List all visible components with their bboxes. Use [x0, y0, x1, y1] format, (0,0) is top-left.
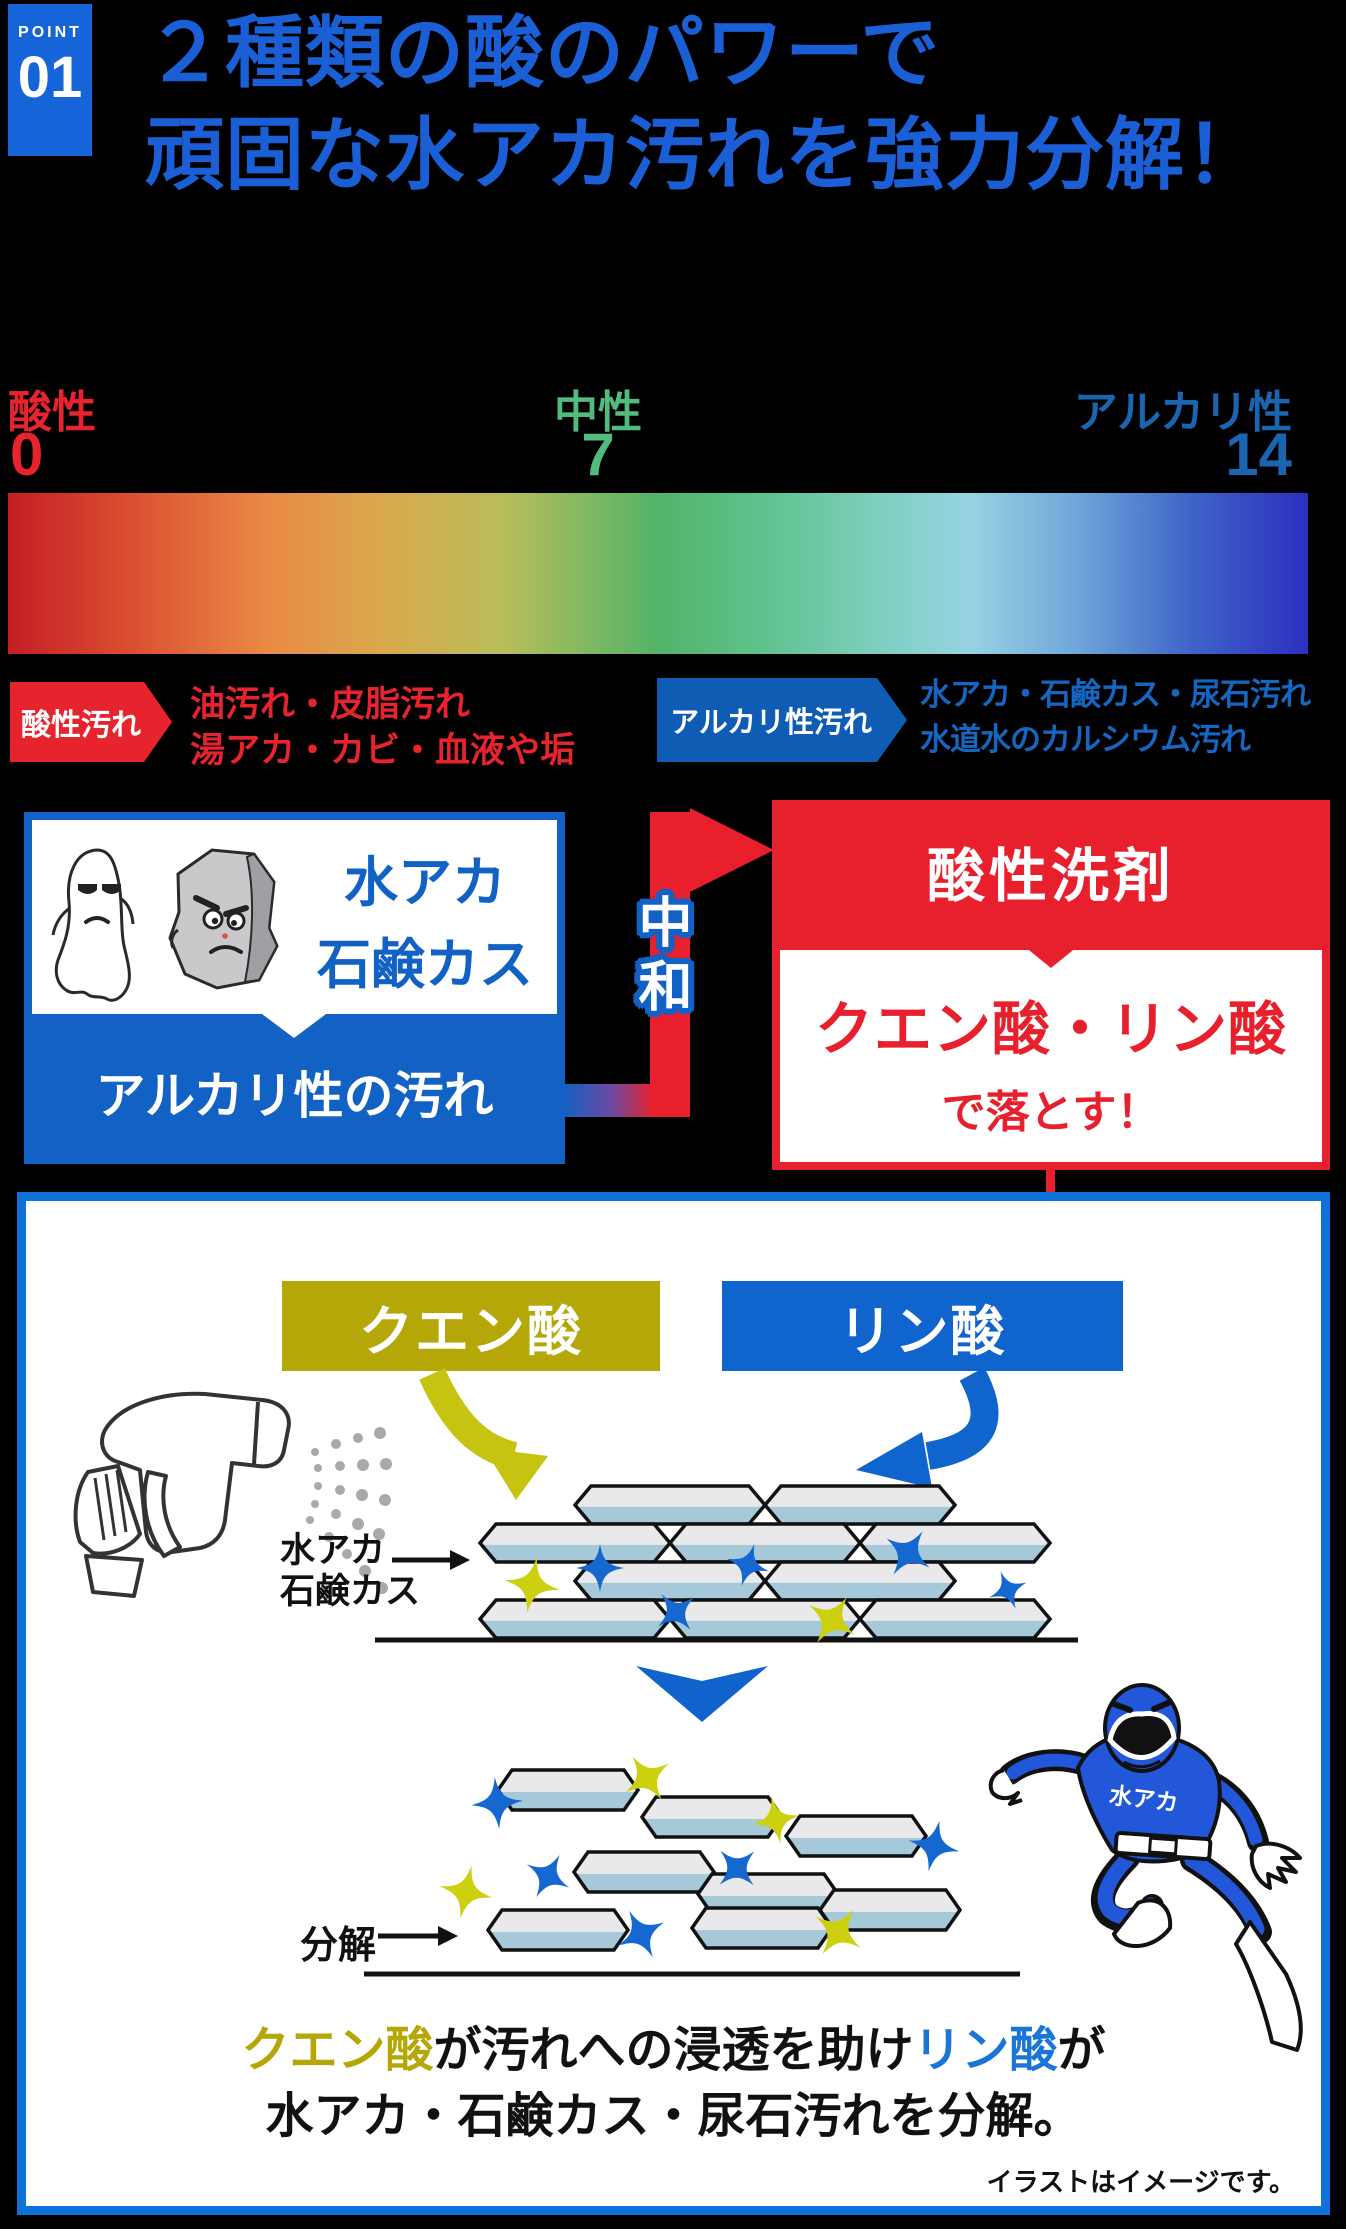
caption-mid: が汚れへの浸透を助け [433, 2024, 914, 2077]
caption-citric: クエン酸 [241, 2024, 434, 2077]
dirt-card-notch [262, 1014, 326, 1038]
acid-detergent-notch [1019, 942, 1083, 968]
neutralize-arrowhead [690, 808, 774, 892]
ph-neutral-label: 中性 [554, 388, 642, 437]
acid-soil-line2: 湯アカ・カビ・血液や垢 [190, 731, 576, 770]
result-connector-line [1046, 1166, 1055, 1196]
acid-soil-line1: 油汚れ・皮脂汚れ [190, 685, 471, 724]
target-label: 水アカ 石鹸カス [280, 1530, 420, 1612]
dirt-card-title-line1: 水アカ [344, 853, 506, 913]
dirt-card-banner-label: アルカリ性の汚れ [95, 1068, 494, 1124]
dirt-card-title: 水アカ 石鹸カス [300, 842, 550, 1006]
caption-phos: リン酸 [913, 2024, 1058, 2077]
point-badge-label: POINT [18, 24, 82, 41]
caption-end: が [1057, 2024, 1106, 2077]
decompose-label: 分解 [300, 1925, 377, 1967]
point-badge-number: 01 [17, 45, 83, 110]
dirt-card-title-line2: 石鹸カス [317, 935, 533, 995]
target-label-line1: 水アカ [280, 1531, 386, 1570]
page-title-line1: ２種類の酸のパワーで [145, 8, 941, 97]
acid-soil-badge: 酸性汚れ [10, 682, 172, 762]
acid-detergent-header: 酸性洗剤 [772, 800, 1330, 942]
alkali-soil-line2: 水道水のカルシウム汚れ [920, 722, 1251, 757]
target-label-line2: 石鹸カス [280, 1572, 421, 1611]
ph-alkali-value: 14 [1225, 421, 1292, 488]
neutralize-label: 中和 [630, 894, 690, 1022]
result-action-text: で落とす！ [941, 1088, 1161, 1137]
citric-acid-box: クエン酸 [282, 1281, 660, 1371]
alkali-soil-badge: アルカリ性汚れ [657, 678, 907, 762]
disclaimer-note: イラストはイメージです。 [986, 2167, 1295, 2197]
page-title: ２種類の酸のパワーで 頑固な水アカ汚れを強力分解！ [145, 2, 1265, 206]
ph-acid-label: 酸性 [8, 388, 96, 437]
caption-line1: クエン酸が汚れへの浸透を助けリン酸が [17, 2010, 1330, 2080]
neutralize-arrow-vertical [650, 812, 690, 1117]
result-acids-text: クエン酸・リン酸 [814, 997, 1287, 1062]
ph-alkali-label: アルカリ性 [1073, 388, 1292, 437]
ph-neutral-value: 7 [581, 421, 615, 488]
page-title-line2: 頑固な水アカ汚れを強力分解！ [145, 110, 1265, 199]
caption-line2: 水アカ・石鹸カス・尿石汚れを分解。 [265, 2090, 1082, 2143]
ph-acid-value: 0 [10, 421, 44, 488]
alkali-soil-examples: 水アカ・石鹸カス・尿石汚れ 水道水のカルシウム汚れ [920, 672, 1311, 762]
phosphoric-acid-box: リン酸 [722, 1281, 1123, 1371]
acid-soil-examples: 油汚れ・皮脂汚れ 湯アカ・カビ・血液や垢 [190, 682, 575, 774]
point-badge: POINT 01 [8, 4, 92, 156]
alkali-soil-line1: 水アカ・石鹸カス・尿石汚れ [920, 677, 1311, 712]
ph-gradient-bar [8, 493, 1308, 654]
